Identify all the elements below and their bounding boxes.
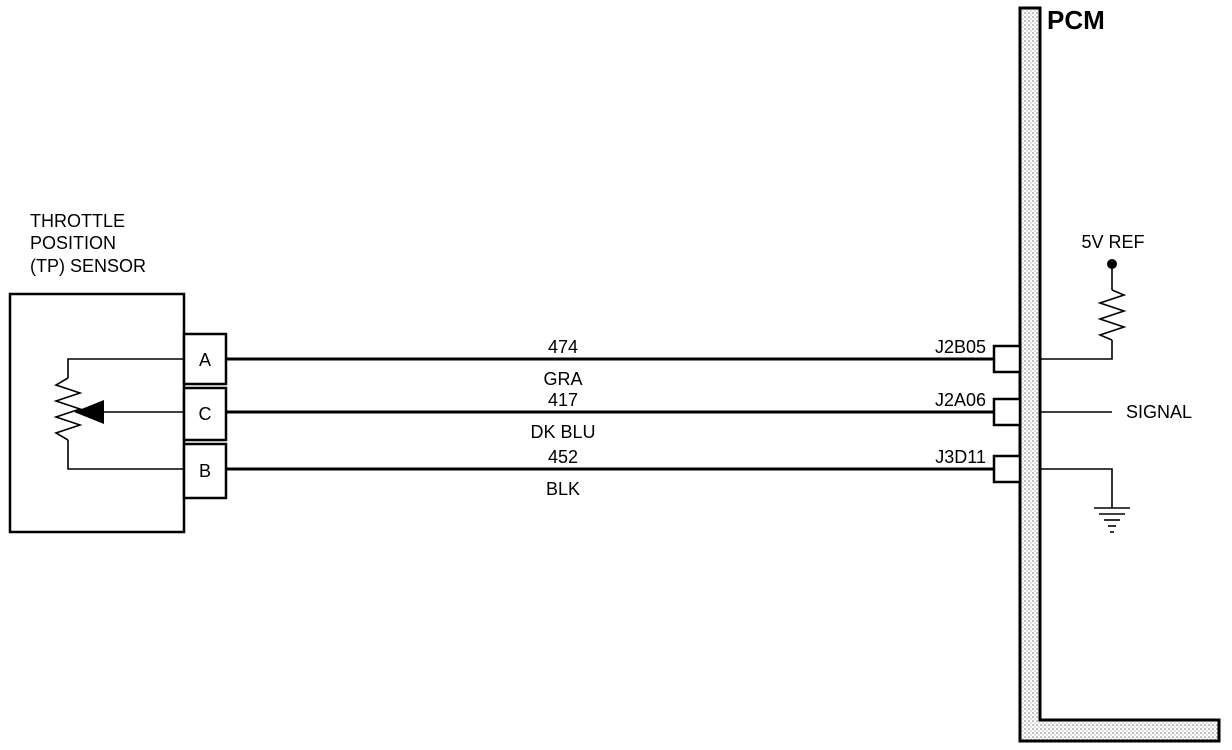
pin-a-label: A xyxy=(199,350,211,370)
pcm-module: PCM 5V REF SIGNAL xyxy=(992,5,1221,743)
terminal-socket-j3d11 xyxy=(992,454,1022,484)
pin-b-label: B xyxy=(199,461,211,481)
terminal-socket-j2b05 xyxy=(992,344,1022,374)
wiper-arrow-icon xyxy=(74,400,104,424)
sensor-connector: A C B xyxy=(182,332,228,500)
pin-c-box xyxy=(182,386,228,442)
terminal-label: J2B05 xyxy=(935,337,986,357)
ground-icon xyxy=(1040,468,1130,533)
signal-label: SIGNAL xyxy=(1126,402,1192,422)
tp-sensor: THROTTLE POSITION (TP) SENSOR A C B xyxy=(8,211,228,534)
terminal-label: J3D11 xyxy=(935,447,986,467)
sensor-label-line-1: THROTTLE xyxy=(30,211,125,231)
wire-circuit-number: 452 xyxy=(548,447,578,467)
pin-a-box xyxy=(182,332,228,386)
5v-ref-circuit: 5V REF xyxy=(1040,232,1145,360)
pin-b-box xyxy=(182,442,228,500)
potentiometer-icon xyxy=(53,358,184,470)
sensor-label-line-3: (TP) SENSOR xyxy=(30,256,146,276)
sensor-label-line-2: POSITION xyxy=(30,233,116,253)
wire-circuit-number: 417 xyxy=(548,390,578,410)
wire-color: GRA xyxy=(543,369,582,389)
wire-417: 417 DK BLU xyxy=(226,390,994,442)
terminal-socket-j2a06 xyxy=(992,397,1022,427)
wire-color: DK BLU xyxy=(530,422,595,442)
5v-ref-label: 5V REF xyxy=(1081,232,1144,252)
wire-452: 452 BLK xyxy=(226,447,994,499)
wire-circuit-number: 474 xyxy=(548,337,578,357)
wire-474: 474 GRA xyxy=(226,337,994,389)
pcm-housing xyxy=(1018,6,1221,743)
pin-c-label: C xyxy=(199,404,212,424)
wire-color: BLK xyxy=(546,479,580,499)
terminal-label: J2A06 xyxy=(935,390,986,410)
ref-node-icon xyxy=(1107,259,1117,269)
pcm-title: PCM xyxy=(1047,5,1105,35)
